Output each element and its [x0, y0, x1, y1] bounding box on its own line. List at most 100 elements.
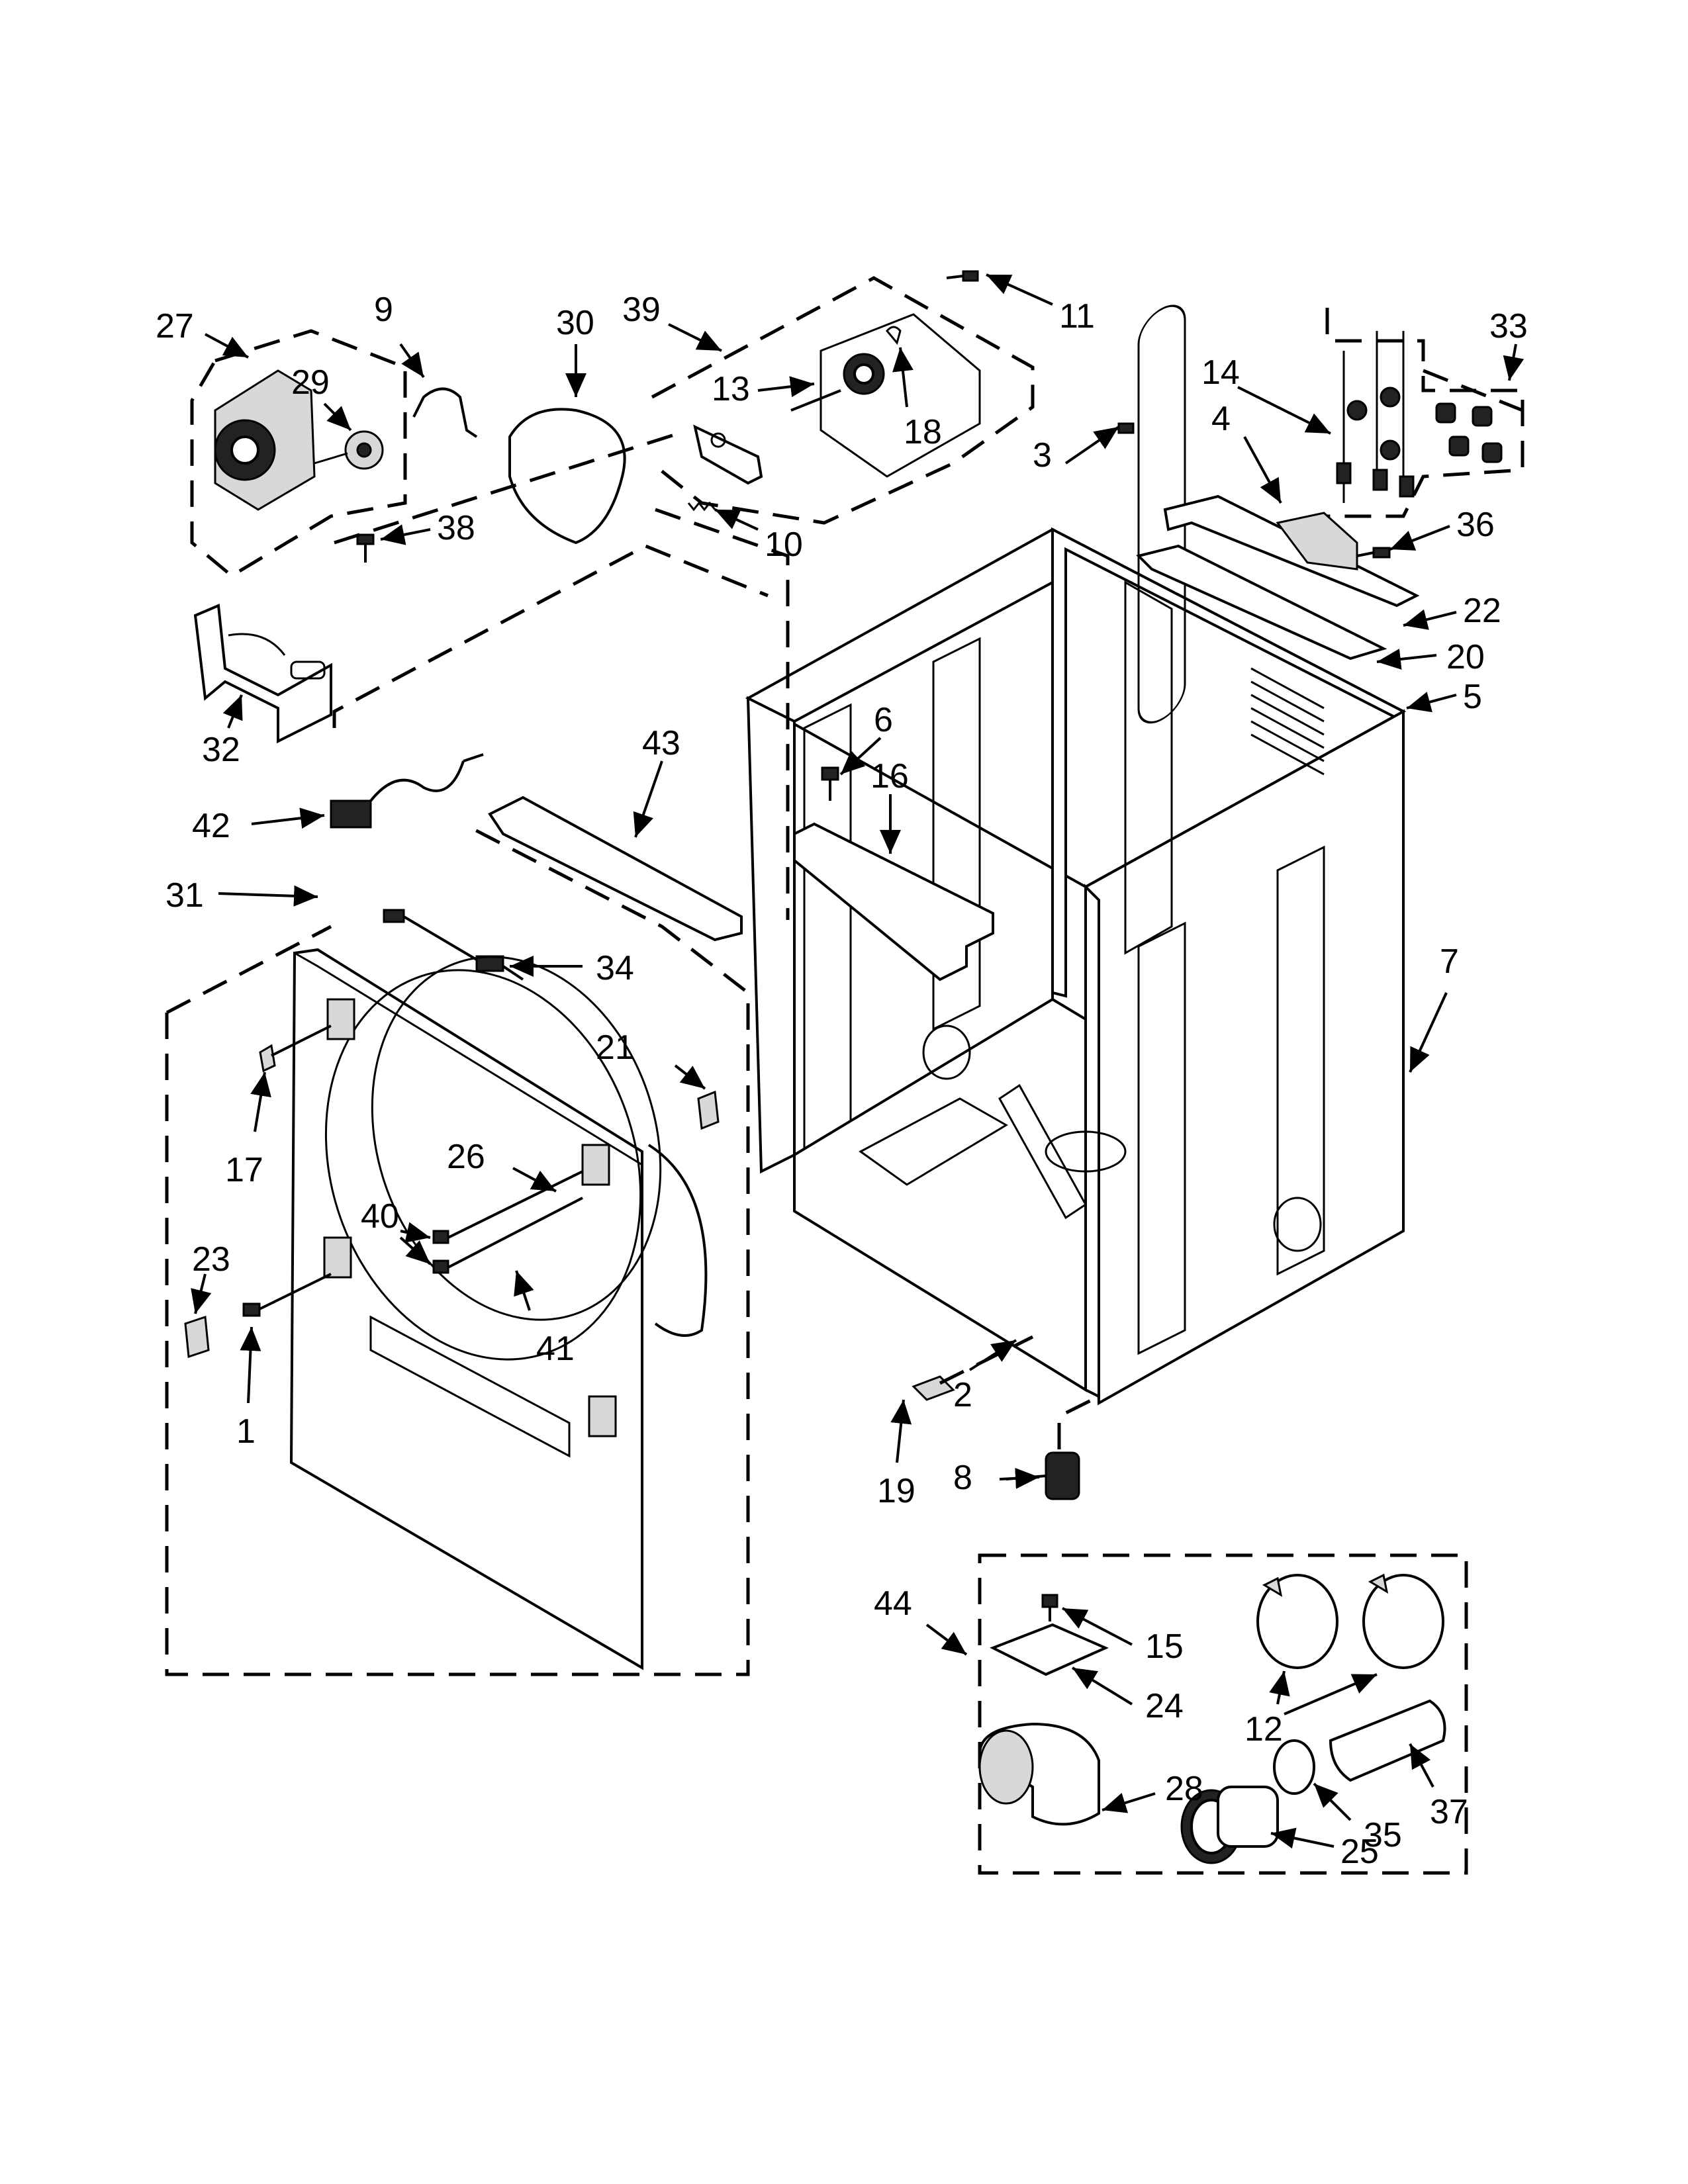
terminal-harness — [1336, 331, 1415, 503]
callout-10: 10 — [765, 525, 803, 564]
leader-15 — [1062, 1607, 1133, 1646]
rail-43 — [488, 796, 743, 942]
cabinet-floor-slot — [998, 1083, 1087, 1220]
idler-group-outline — [651, 276, 1035, 525]
motor-assembly — [193, 270, 1135, 920]
cabinet-rib-right-1 — [1137, 921, 1186, 1355]
screw-40-icon — [432, 1170, 583, 1274]
door-seal — [647, 1144, 708, 1337]
leader-28 — [1102, 1792, 1156, 1813]
center-parts — [330, 753, 994, 981]
callout-43: 43 — [642, 724, 680, 762]
leader-32 — [222, 694, 243, 729]
hinge-plate — [581, 1144, 610, 1186]
cabinet-floor-channel — [859, 1097, 1008, 1186]
bracket-16 — [793, 822, 994, 981]
duct-37 — [1329, 1699, 1446, 1782]
hinge-plate — [588, 1395, 617, 1437]
rear-bracket-20 — [1136, 544, 1387, 660]
leader-3 — [1064, 426, 1120, 465]
leader-13 — [757, 376, 815, 398]
leader-23 — [191, 1273, 212, 1314]
front-panel-group-outline-top — [165, 925, 332, 1015]
leader-4 — [1243, 436, 1282, 504]
callout-33: 33 — [1489, 307, 1528, 345]
callout-42: 42 — [192, 807, 230, 845]
hinge-plate — [326, 998, 355, 1040]
leader-40a — [400, 1222, 431, 1243]
callout-37: 37 — [1430, 1793, 1468, 1831]
callout-3: 3 — [1033, 436, 1052, 475]
callout-19: 19 — [877, 1472, 915, 1510]
cabinet-base — [793, 997, 1087, 1392]
leader-35 — [1313, 1782, 1352, 1821]
callout-18: 18 — [904, 413, 942, 451]
rear-bracket-22 — [1163, 494, 1420, 608]
connector-35 — [1273, 1739, 1315, 1795]
label-23 — [184, 1315, 210, 1359]
terminal-knobs — [1435, 402, 1503, 463]
screw-15-icon — [1041, 1594, 1058, 1621]
callout-35: 35 — [1364, 1816, 1402, 1854]
leader-7 — [1409, 992, 1448, 1073]
leader-25 — [1270, 1827, 1335, 1849]
exhaust-hood-12 — [1256, 1573, 1444, 1669]
callout-31: 31 — [165, 876, 204, 915]
callout-9: 9 — [374, 291, 393, 329]
elbow-28 — [978, 1722, 1100, 1826]
motor-clamp — [412, 387, 478, 438]
callout-40: 40 — [361, 1197, 399, 1236]
cabinet-rib — [1137, 304, 1186, 724]
cabinet-assembly — [745, 304, 1407, 1406]
leader-40b — [399, 1236, 432, 1265]
callout-23: 23 — [192, 1240, 230, 1279]
callout-22: 22 — [1463, 592, 1501, 630]
motor-mount — [193, 604, 332, 744]
leader-21 — [674, 1064, 706, 1090]
leader-33 — [1503, 343, 1524, 381]
callout-29: 29 — [291, 363, 330, 402]
leader-22 — [1403, 609, 1457, 630]
callout-2: 2 — [953, 1376, 972, 1414]
callout-1: 1 — [236, 1412, 256, 1451]
exhaust-kit-outline — [978, 1553, 1468, 1875]
cabinet-inner-panel — [1084, 884, 1100, 1399]
leader-19 — [890, 1399, 912, 1463]
cabinet-rib-right-2 — [1276, 845, 1325, 1276]
callout-30: 30 — [556, 304, 594, 342]
clip-21 — [697, 1090, 720, 1130]
callout-15: 15 — [1145, 1627, 1184, 1666]
leader-43 — [633, 760, 663, 838]
leader-9 — [399, 343, 425, 379]
callout-25: 25 — [1340, 1833, 1379, 1871]
screw-6-icon — [821, 766, 839, 801]
callout-11: 11 — [1059, 297, 1095, 336]
callout-26: 26 — [447, 1138, 485, 1176]
screw-38-icon — [356, 533, 375, 563]
callout-20: 20 — [1446, 638, 1485, 676]
callout-16: 16 — [870, 757, 909, 796]
harness-34 — [383, 909, 524, 981]
leader-26 — [512, 1167, 557, 1193]
top-right-parts — [1136, 331, 1503, 660]
screw-11-icon — [946, 270, 979, 282]
leader-lines — [191, 273, 1524, 1849]
callout-21: 21 — [596, 1028, 634, 1067]
leader-18 — [892, 347, 914, 408]
leader-5 — [1406, 692, 1457, 713]
callout-14: 14 — [1201, 353, 1240, 392]
leader-6 — [839, 737, 882, 776]
callout-7: 7 — [1440, 942, 1459, 981]
leader-10 — [714, 508, 759, 531]
leader-12a — [1284, 1673, 1378, 1715]
front-panel — [289, 948, 643, 1670]
callout-41: 41 — [536, 1330, 575, 1368]
callout-6: 6 — [874, 701, 893, 739]
drive-belt — [508, 408, 626, 545]
leader-29 — [323, 402, 352, 432]
leader-12b — [1269, 1670, 1290, 1705]
terminal-block-outline-right — [1423, 369, 1523, 412]
leader-14 — [1237, 386, 1331, 435]
callout-17: 17 — [225, 1151, 263, 1189]
group-outlines — [165, 276, 1524, 1875]
